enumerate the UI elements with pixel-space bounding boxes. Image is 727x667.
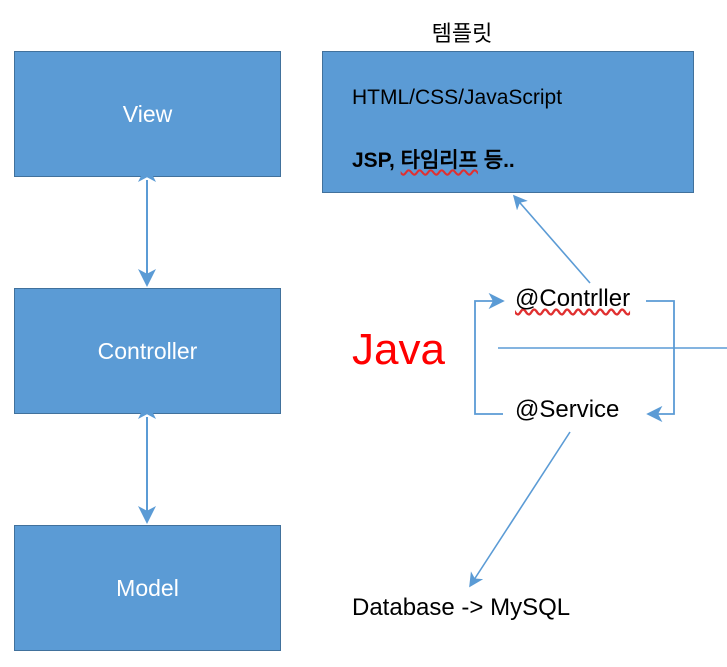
mvc-box-view-label: View — [122, 100, 173, 127]
template-line-engines-suffix: 등.. — [477, 149, 515, 172]
connector-service-to-database — [469, 431, 571, 588]
annotation-service: @Service — [515, 396, 620, 423]
mvc-box-controller-label: Controller — [97, 337, 198, 364]
connector-controller-to-template — [512, 194, 591, 284]
java-label: Java — [352, 325, 445, 374]
mvc-box-view[interactable]: View — [14, 51, 281, 177]
template-caption: 템플릿 — [431, 21, 493, 46]
annotation-controller-text: @Contrller — [515, 285, 631, 312]
annotation-database: Database -> MySQL — [352, 594, 571, 621]
template-line-engines: JSP, 타임리프 등.. — [352, 144, 515, 174]
connector-controller-to-service — [646, 300, 675, 423]
template-line-engines-prefix: JSP, — [352, 149, 401, 172]
mvc-box-controller[interactable]: Controller — [14, 288, 281, 414]
template-box[interactable]: HTML/CSS/JavaScript JSP, 타임리프 등.. — [322, 51, 694, 193]
mvc-box-model[interactable]: Model — [14, 525, 281, 651]
template-line-web-stack: HTML/CSS/JavaScript — [352, 86, 563, 109]
template-line-engines-misspelled: 타임리프 — [400, 149, 478, 172]
connector-service-to-controller — [474, 292, 505, 415]
annotation-controller: @Contrller — [515, 285, 630, 313]
mvc-box-model-label: Model — [116, 574, 179, 601]
